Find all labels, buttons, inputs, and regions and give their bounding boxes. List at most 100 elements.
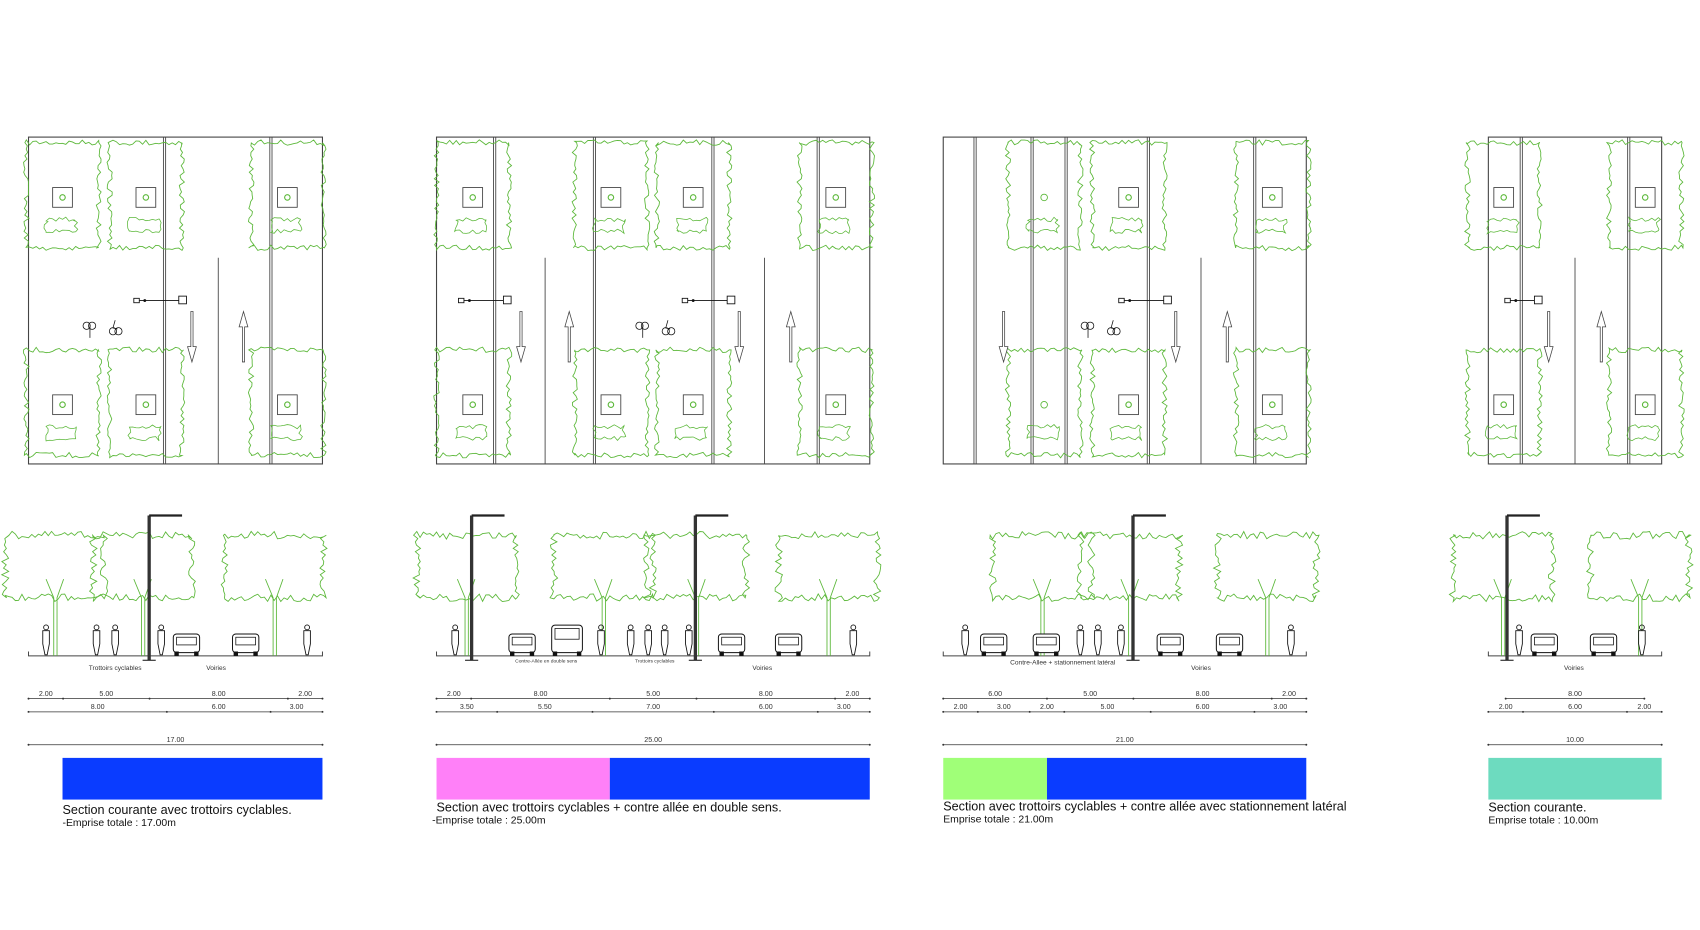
tree-canopy-plan — [653, 139, 733, 251]
shrub-plan — [1109, 217, 1144, 234]
tree-crown — [549, 530, 657, 602]
body — [1094, 630, 1102, 656]
body — [303, 630, 311, 656]
dimension-tick — [942, 697, 945, 700]
tree-pit — [277, 394, 298, 416]
pedestrian-icon — [1076, 624, 1085, 656]
body — [660, 630, 669, 656]
dimension-tick — [608, 697, 611, 700]
dimension-value: 8.00 — [1568, 690, 1582, 698]
shrub-plan — [674, 424, 708, 441]
tree-canopy-plan — [571, 347, 651, 459]
tree-pit — [1118, 187, 1139, 208]
lamp-head — [726, 295, 736, 305]
section-total-width: Emprise totale : 21.00m — [943, 815, 1053, 826]
car-icon — [1032, 633, 1061, 656]
tree-crown — [774, 530, 882, 602]
tree-pit — [600, 187, 622, 208]
tree-pit — [1493, 187, 1515, 208]
tree-elevation — [774, 530, 882, 656]
car-window — [176, 636, 197, 646]
ground-line — [1487, 651, 1663, 657]
dimension-value: 6.00 — [988, 690, 1002, 698]
tree-crown — [1585, 531, 1694, 603]
dimension-value: 3.50 — [460, 703, 474, 711]
dimension-tick — [321, 710, 324, 713]
tree-pit — [277, 187, 298, 208]
car-window — [1219, 636, 1240, 646]
pedestrian-icon — [1117, 624, 1125, 656]
tree-elevation — [1212, 530, 1321, 656]
head — [1077, 624, 1084, 631]
section-total-width: Emprise totale : 10.00m — [1488, 816, 1598, 827]
car-wheel — [1611, 651, 1616, 656]
tree-elevation — [220, 530, 328, 656]
arrow-down-icon — [734, 311, 745, 364]
tree-crown — [88, 531, 196, 602]
car-wheel — [233, 651, 239, 656]
head — [661, 624, 668, 631]
shrub-plan — [45, 424, 77, 442]
ground-line — [942, 651, 1307, 657]
dimension-value: 3.00 — [290, 703, 304, 711]
tree-trunk-plan — [689, 401, 697, 409]
head — [304, 624, 310, 631]
lamp-joint — [143, 299, 147, 302]
lamp-joint — [468, 299, 471, 302]
body — [597, 630, 605, 656]
dimension-tick — [1660, 743, 1663, 746]
tree-canopy-plan — [1089, 347, 1169, 459]
car-icon — [1530, 633, 1558, 656]
dimension-tick — [1504, 697, 1507, 700]
body — [111, 630, 119, 656]
car-wheel — [552, 651, 558, 656]
pedestrian-icon — [157, 624, 165, 656]
tree-pit-circle — [1040, 400, 1048, 409]
car-body — [1589, 633, 1618, 654]
plan-outline — [942, 136, 1307, 465]
body — [849, 630, 858, 656]
tree-canopy-plan — [1605, 139, 1685, 251]
cross-section-elevation: Voiries — [1448, 514, 1694, 672]
dimension-value: 5.00 — [1083, 690, 1097, 698]
tree-pit — [1118, 394, 1139, 416]
tree-canopy-plan — [1004, 347, 1084, 459]
tree-trunk-plan — [607, 401, 615, 409]
dimension-tick — [868, 697, 871, 700]
pedestrian-icon — [92, 624, 101, 656]
dimension-value: 6.00 — [212, 703, 226, 711]
arrow-down-icon — [1170, 311, 1181, 364]
pedestrian-icon — [660, 624, 669, 656]
car-body — [1156, 633, 1184, 654]
dimension-tick — [834, 697, 837, 700]
head — [685, 624, 692, 631]
tree-trunk-plan — [59, 194, 66, 201]
street-lamp-plan-icon — [458, 295, 512, 305]
tree-trunk-plan — [1125, 401, 1132, 409]
tree-trunk — [45, 578, 65, 656]
dimension-tick — [62, 697, 65, 700]
dimension-value: 6.00 — [1196, 703, 1210, 711]
dimension-value: 5.00 — [1101, 703, 1115, 711]
elevation-label: Trottoirs cyclables — [635, 658, 675, 664]
dimension-tick — [1643, 697, 1646, 700]
pedestrian-icon — [1287, 624, 1295, 656]
head — [1639, 624, 1645, 631]
tree-pit — [1261, 394, 1283, 416]
dimension-tick — [27, 743, 30, 746]
car-body — [717, 633, 746, 654]
body — [157, 630, 165, 656]
tree-pit — [135, 187, 157, 208]
section-caption: Section avec trottoirs cyclables + contr… — [437, 801, 782, 815]
car-wheel — [1551, 651, 1557, 656]
car-icon — [1215, 633, 1244, 656]
car-body — [774, 633, 803, 654]
car-window — [554, 628, 580, 640]
tree-canopy-plan — [247, 139, 327, 251]
street-lamp-plan-icon — [1504, 295, 1543, 305]
elevation-label: Contre-Allée en double sens — [515, 658, 578, 664]
dimension-value: 2.00 — [1499, 703, 1513, 711]
tree-canopy-plan — [1605, 346, 1685, 459]
